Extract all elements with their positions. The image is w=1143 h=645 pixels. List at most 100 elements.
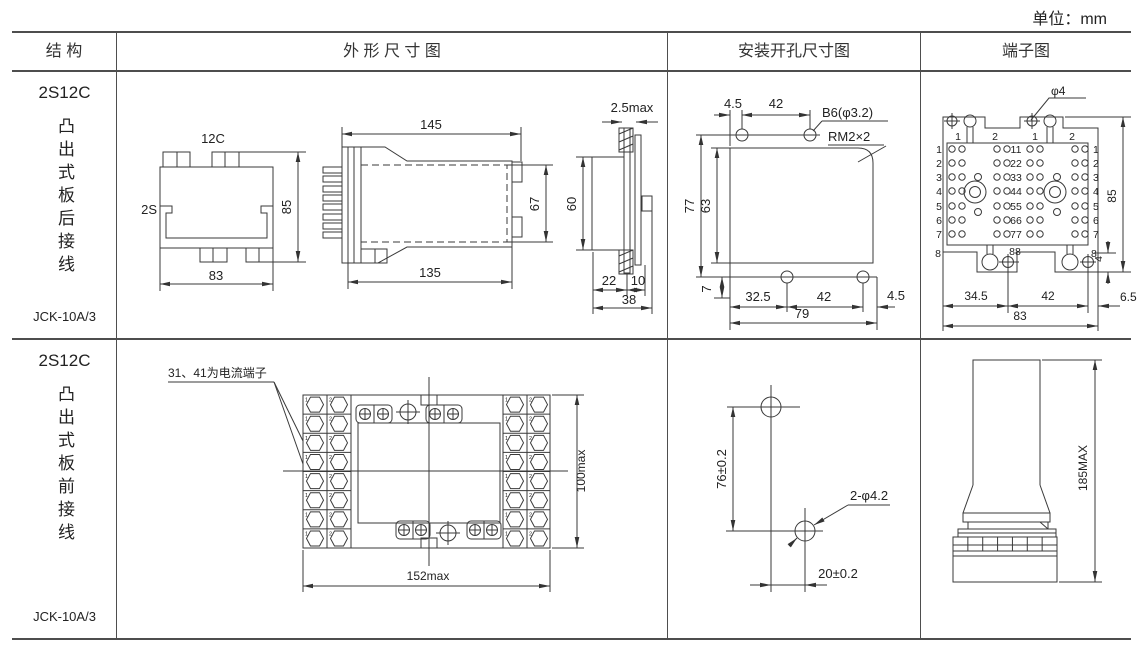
terminal-mid-label: 44 <box>1010 186 1022 198</box>
dim-2-5max: 2.5max <box>611 100 654 115</box>
terminal-bottom-label: 8 <box>935 248 941 260</box>
hex-cell-label: 1 <box>305 455 308 461</box>
terminal-row-label-right: 5 <box>1093 201 1099 213</box>
terminal-bottom-label: 88 <box>1009 246 1021 258</box>
dim-152max: 152max <box>407 569 450 583</box>
header-mounting: 安装开孔尺寸图 <box>737 43 850 60</box>
table-col-rule-2 <box>667 32 668 640</box>
dim-60: 60 <box>564 197 579 211</box>
structure-type-vertical: 凸出式板后接线 <box>55 117 74 278</box>
dim-32-5: 32.5 <box>745 289 770 304</box>
table-header-rule <box>12 70 1131 72</box>
terminal-row-label-left: 6 <box>936 215 942 227</box>
hex-cell-label: 2 <box>529 398 532 404</box>
terminal-col-label: 1 <box>955 131 961 143</box>
terminal-col-label: 2 <box>1069 131 1075 143</box>
dim-85-terminal: 85 <box>1105 189 1119 203</box>
dim-4-tab: 4 <box>1093 256 1105 262</box>
front-wiring-mounting-holes: 76±0.2 2-φ4.2 20±0.2 <box>714 385 890 592</box>
hex-cell-label: 2 <box>329 493 332 499</box>
hex-cell-label: 2 <box>529 436 532 442</box>
structure-type-vertical: 凸出式板前接线 <box>55 385 74 546</box>
dim-34-5: 34.5 <box>964 289 988 303</box>
dim-7: 7 <box>699 285 714 292</box>
hex-cell-label: 2 <box>329 531 332 537</box>
terminal-mid-label: 66 <box>1010 215 1022 227</box>
dim-145: 145 <box>420 117 442 132</box>
hex-cell-label: 1 <box>505 531 508 537</box>
hex-cell-label: 1 <box>505 493 508 499</box>
dim-83-terminal: 83 <box>1013 309 1027 323</box>
terminal-mid-label: 11 <box>1011 144 1022 156</box>
hex-cell-label: 2 <box>529 493 532 499</box>
hex-cell-label: 1 <box>505 474 508 480</box>
terminal-row-label-left: 4 <box>936 186 942 198</box>
dim-6-5: 6.5 <box>1120 290 1137 304</box>
dim-10: 10 <box>631 273 645 288</box>
terminal-row-label-left: 1 <box>936 144 942 156</box>
dim-4-5-bottom: 4.5 <box>887 288 905 303</box>
model-label: 2S12C <box>38 351 91 370</box>
terminal-row-label-right: 2 <box>1093 158 1099 170</box>
hex-cell-label: 1 <box>305 398 308 404</box>
table-row-rule <box>12 338 1131 340</box>
terminal-hole-grid <box>948 145 1089 238</box>
hex-cell-label: 1 <box>505 417 508 423</box>
front-view-left-label: 2S <box>141 202 157 217</box>
terminal-row-label-left: 2 <box>936 158 942 170</box>
header-terminal: 端子图 <box>1001 43 1050 60</box>
terminal-row-label-right: 3 <box>1093 172 1099 184</box>
dim-67: 67 <box>527 197 542 211</box>
table-col-rule-1 <box>116 32 117 640</box>
unit-label: 单位：mm <box>1032 11 1107 28</box>
hex-cell-label: 1 <box>505 512 508 518</box>
table-col-rule-3 <box>920 32 921 640</box>
hex-cell-label: 2 <box>329 455 332 461</box>
hex-cell-label: 1 <box>305 512 308 518</box>
hex-cell-label: 1 <box>505 455 508 461</box>
current-terminal-note: 31、41为电流端子 <box>168 366 267 380</box>
terminal-row-label-left: 3 <box>936 172 942 184</box>
dim-42-terminal: 42 <box>1041 289 1055 303</box>
part-number: JCK-10A/3 <box>33 309 96 324</box>
hex-cell-label: 2 <box>329 398 332 404</box>
hex-cell-label: 2 <box>529 512 532 518</box>
hex-cell-label: 2 <box>329 474 332 480</box>
hex-cell-label: 2 <box>529 455 532 461</box>
front-wiring-side-view: 185MAX <box>952 359 1102 583</box>
rear-wiring-side-view: 145 135 67 <box>322 117 553 289</box>
terminal-mid-label: 77 <box>1010 229 1022 241</box>
dim-42-bottom: 42 <box>817 289 831 304</box>
model-label: 2S12C <box>38 83 91 102</box>
table-border-bottom <box>12 638 1131 640</box>
rear-wiring-mounting-holes: 4.5 42 B6(φ3.2) RM2×2 77 63 7 32 <box>682 96 905 330</box>
terminal-bottom-label: 8 <box>1091 248 1097 260</box>
rear-wiring-edge-view: 2.5max 60 22 10 38 <box>564 100 658 314</box>
part-number: JCK-10A/3 <box>33 609 96 624</box>
header-structure: 结 构 <box>45 43 83 60</box>
terminal-col-label: 1 <box>1032 131 1038 143</box>
dim-4-5-top: 4.5 <box>724 96 742 111</box>
rear-wiring-front-view: 12C 2S 85 83 <box>141 131 306 291</box>
front-view-top-label: 12C <box>201 131 225 146</box>
hex-cell-label: 1 <box>505 398 508 404</box>
holes-spec-label: 2-φ4.2 <box>850 488 888 503</box>
terminal-row-label-right: 1 <box>1093 144 1099 156</box>
dim-85: 85 <box>279 200 294 214</box>
terminal-hole-label: φ4 <box>1051 84 1066 98</box>
dim-100max: 100max <box>574 450 588 493</box>
hex-cell-label: 2 <box>529 531 532 537</box>
dim-185max: 185MAX <box>1076 445 1090 491</box>
screw-spec-label: RM2×2 <box>828 129 870 144</box>
hex-cell-label: 1 <box>505 436 508 442</box>
dim-22: 22 <box>602 273 616 288</box>
hex-cell-label: 1 <box>305 531 308 537</box>
dim-76: 76±0.2 <box>714 449 729 489</box>
terminal-row-label-left: 7 <box>936 229 942 241</box>
hex-cell-label: 1 <box>305 417 308 423</box>
hex-cell-label: 1 <box>305 436 308 442</box>
